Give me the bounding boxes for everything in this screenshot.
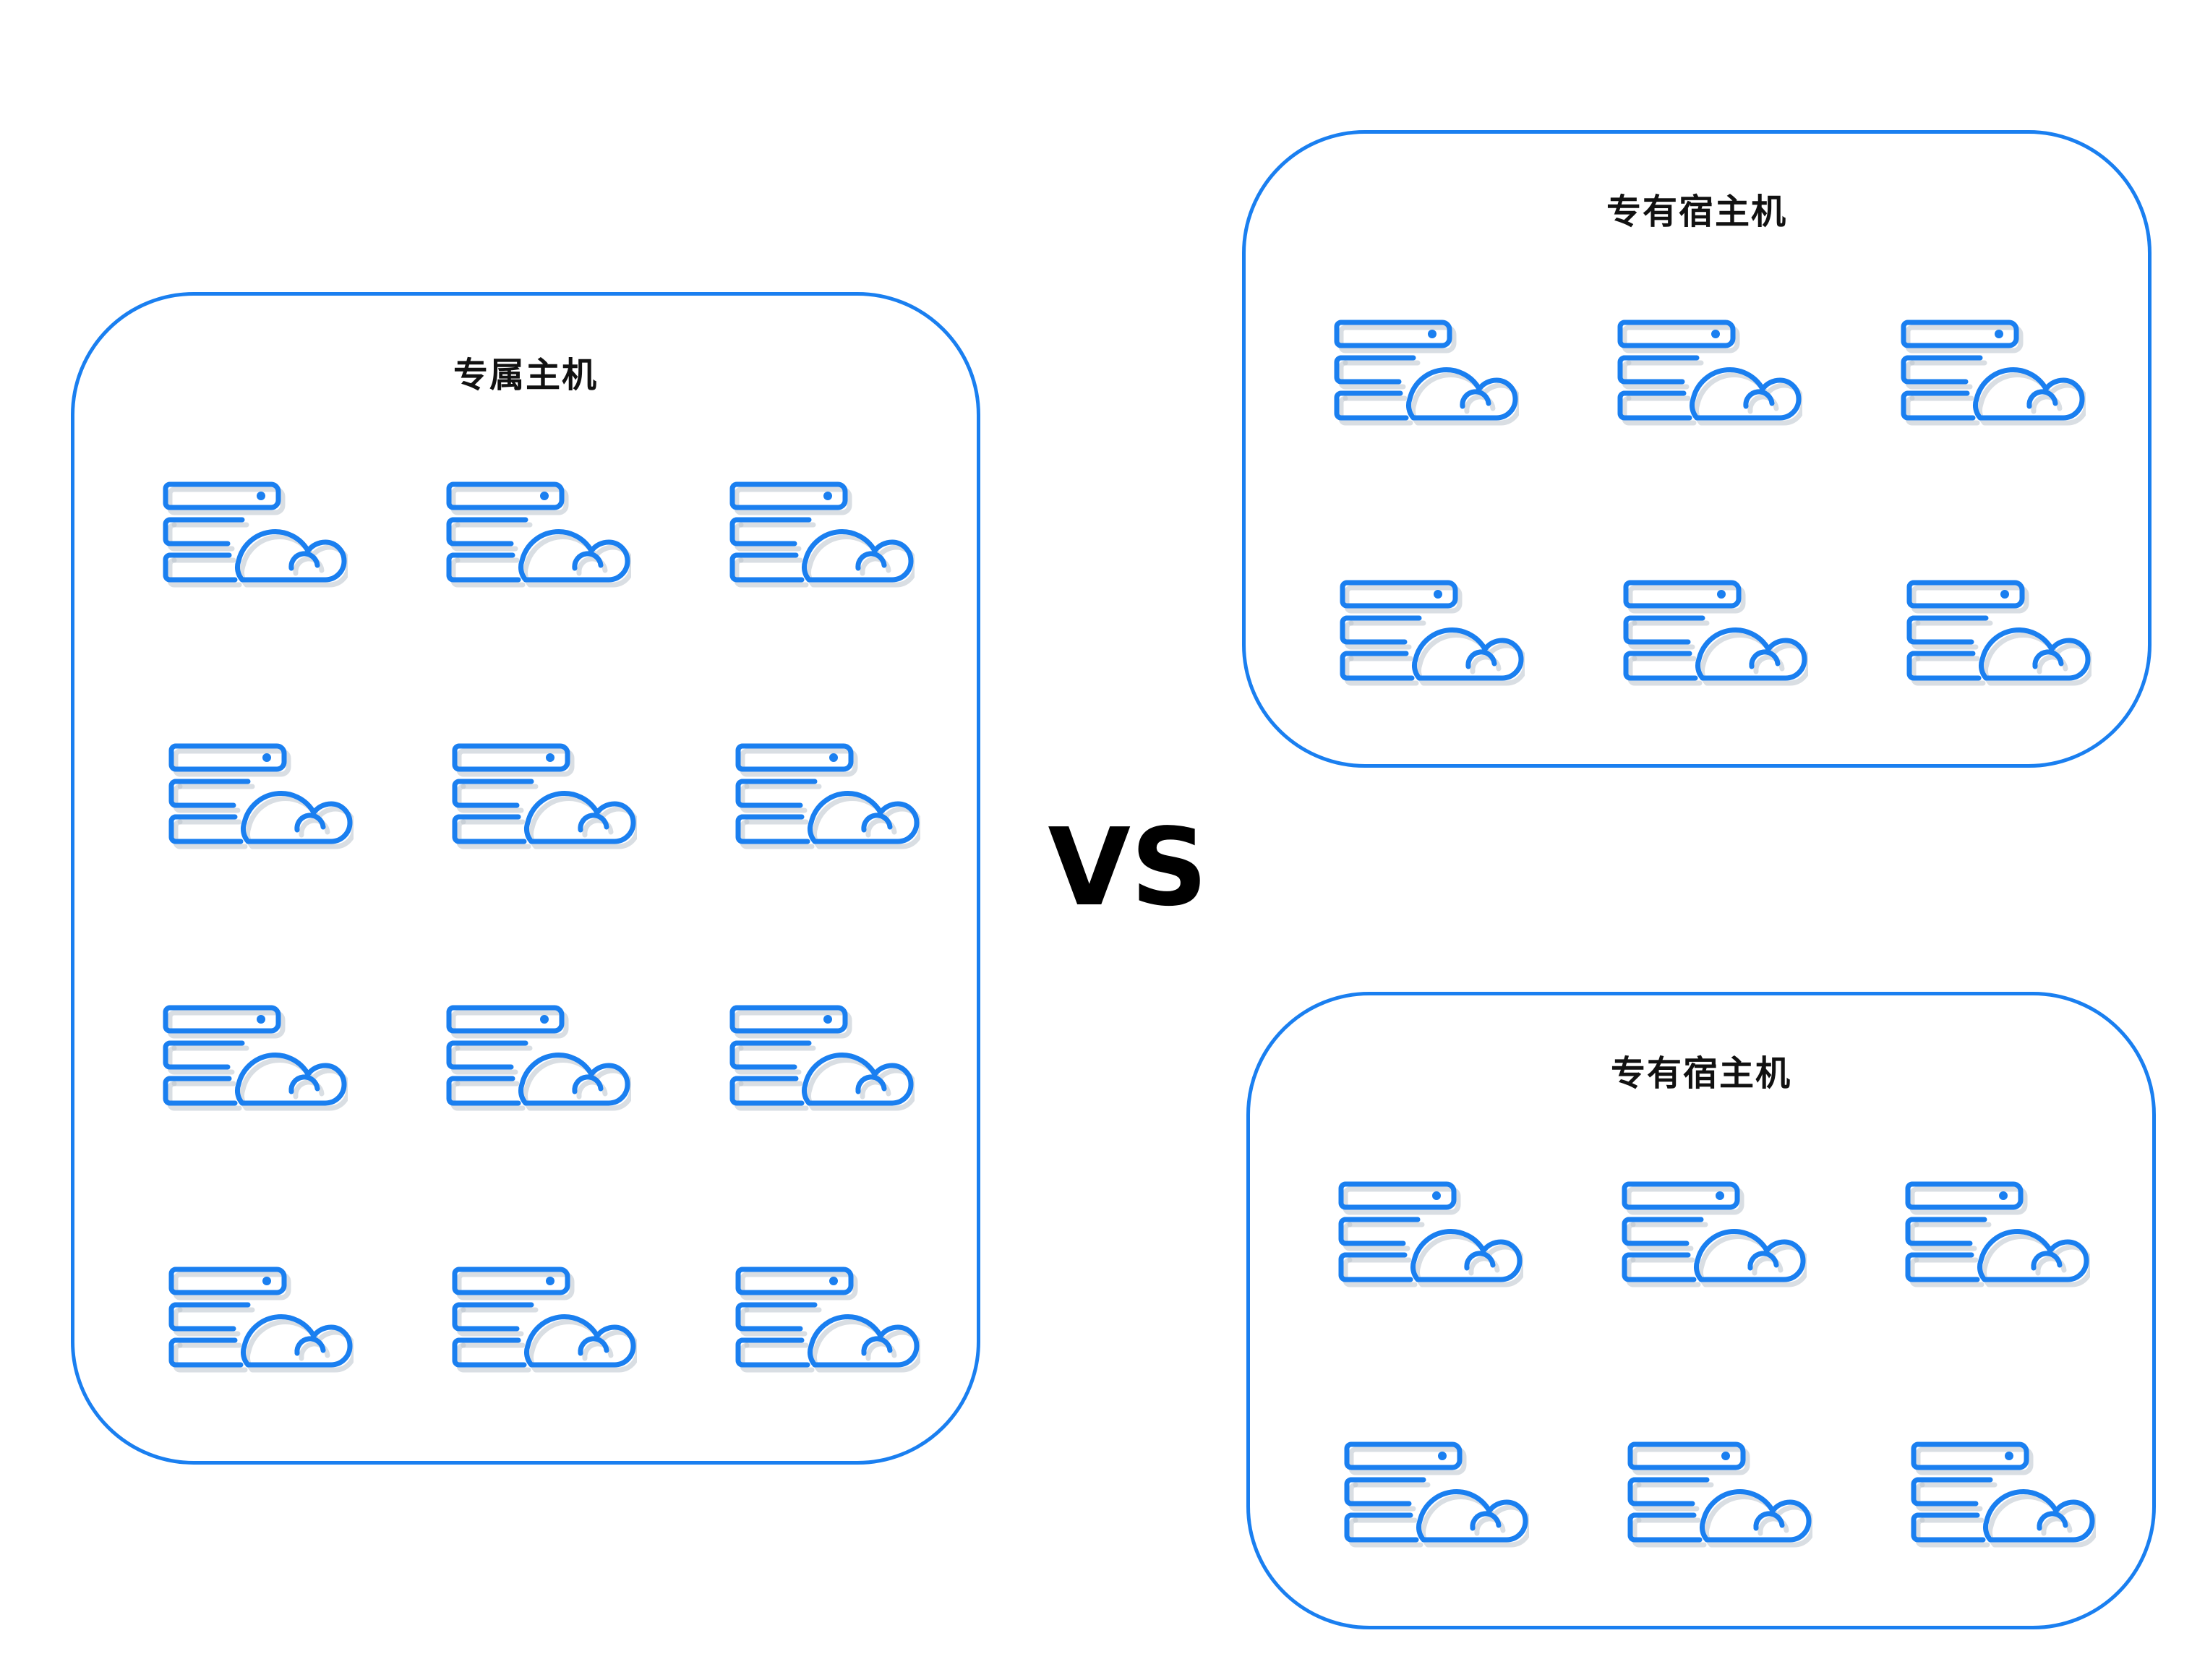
group-title: 专属主机 (453, 355, 598, 395)
server-icon-grid (1246, 134, 2148, 764)
server-cloud-icon (729, 1005, 915, 1111)
group-title: 专有宿主机 (1610, 1053, 1791, 1094)
server-cloud-icon (1905, 1181, 2090, 1287)
server-cloud-icon (446, 481, 631, 588)
server-cloud-icon (1340, 580, 1525, 686)
server-cloud-icon (1344, 1441, 1529, 1548)
server-cloud-icon (452, 743, 637, 849)
server-cloud-icon (1334, 320, 1519, 426)
exclusive-host-group-2: 专有宿主机 (1246, 992, 2156, 1629)
server-cloud-icon (729, 481, 915, 588)
server-icon-grid (74, 296, 977, 1461)
server-cloud-icon (1622, 1181, 1807, 1287)
dedicated-host-group: 专属主机 (71, 292, 980, 1465)
server-cloud-icon (1627, 1441, 1812, 1548)
server-cloud-icon (1911, 1441, 2096, 1548)
server-cloud-icon (446, 1005, 631, 1111)
server-cloud-icon (168, 1267, 354, 1373)
vs-label: VS (1048, 805, 1208, 930)
server-icon-grid (1250, 995, 2152, 1626)
server-cloud-icon (163, 1005, 348, 1111)
group-title: 专有宿主机 (1606, 192, 1787, 232)
server-cloud-icon (163, 481, 348, 588)
exclusive-host-group-1: 专有宿主机 (1242, 130, 2152, 768)
server-cloud-icon (1906, 580, 2091, 686)
server-cloud-icon (452, 1267, 637, 1373)
server-cloud-icon (735, 743, 920, 849)
server-cloud-icon (1623, 580, 1808, 686)
server-cloud-icon (1617, 320, 1802, 426)
server-cloud-icon (1338, 1181, 1523, 1287)
server-cloud-icon (1901, 320, 2086, 426)
server-cloud-icon (735, 1267, 920, 1373)
server-cloud-icon (168, 743, 354, 849)
